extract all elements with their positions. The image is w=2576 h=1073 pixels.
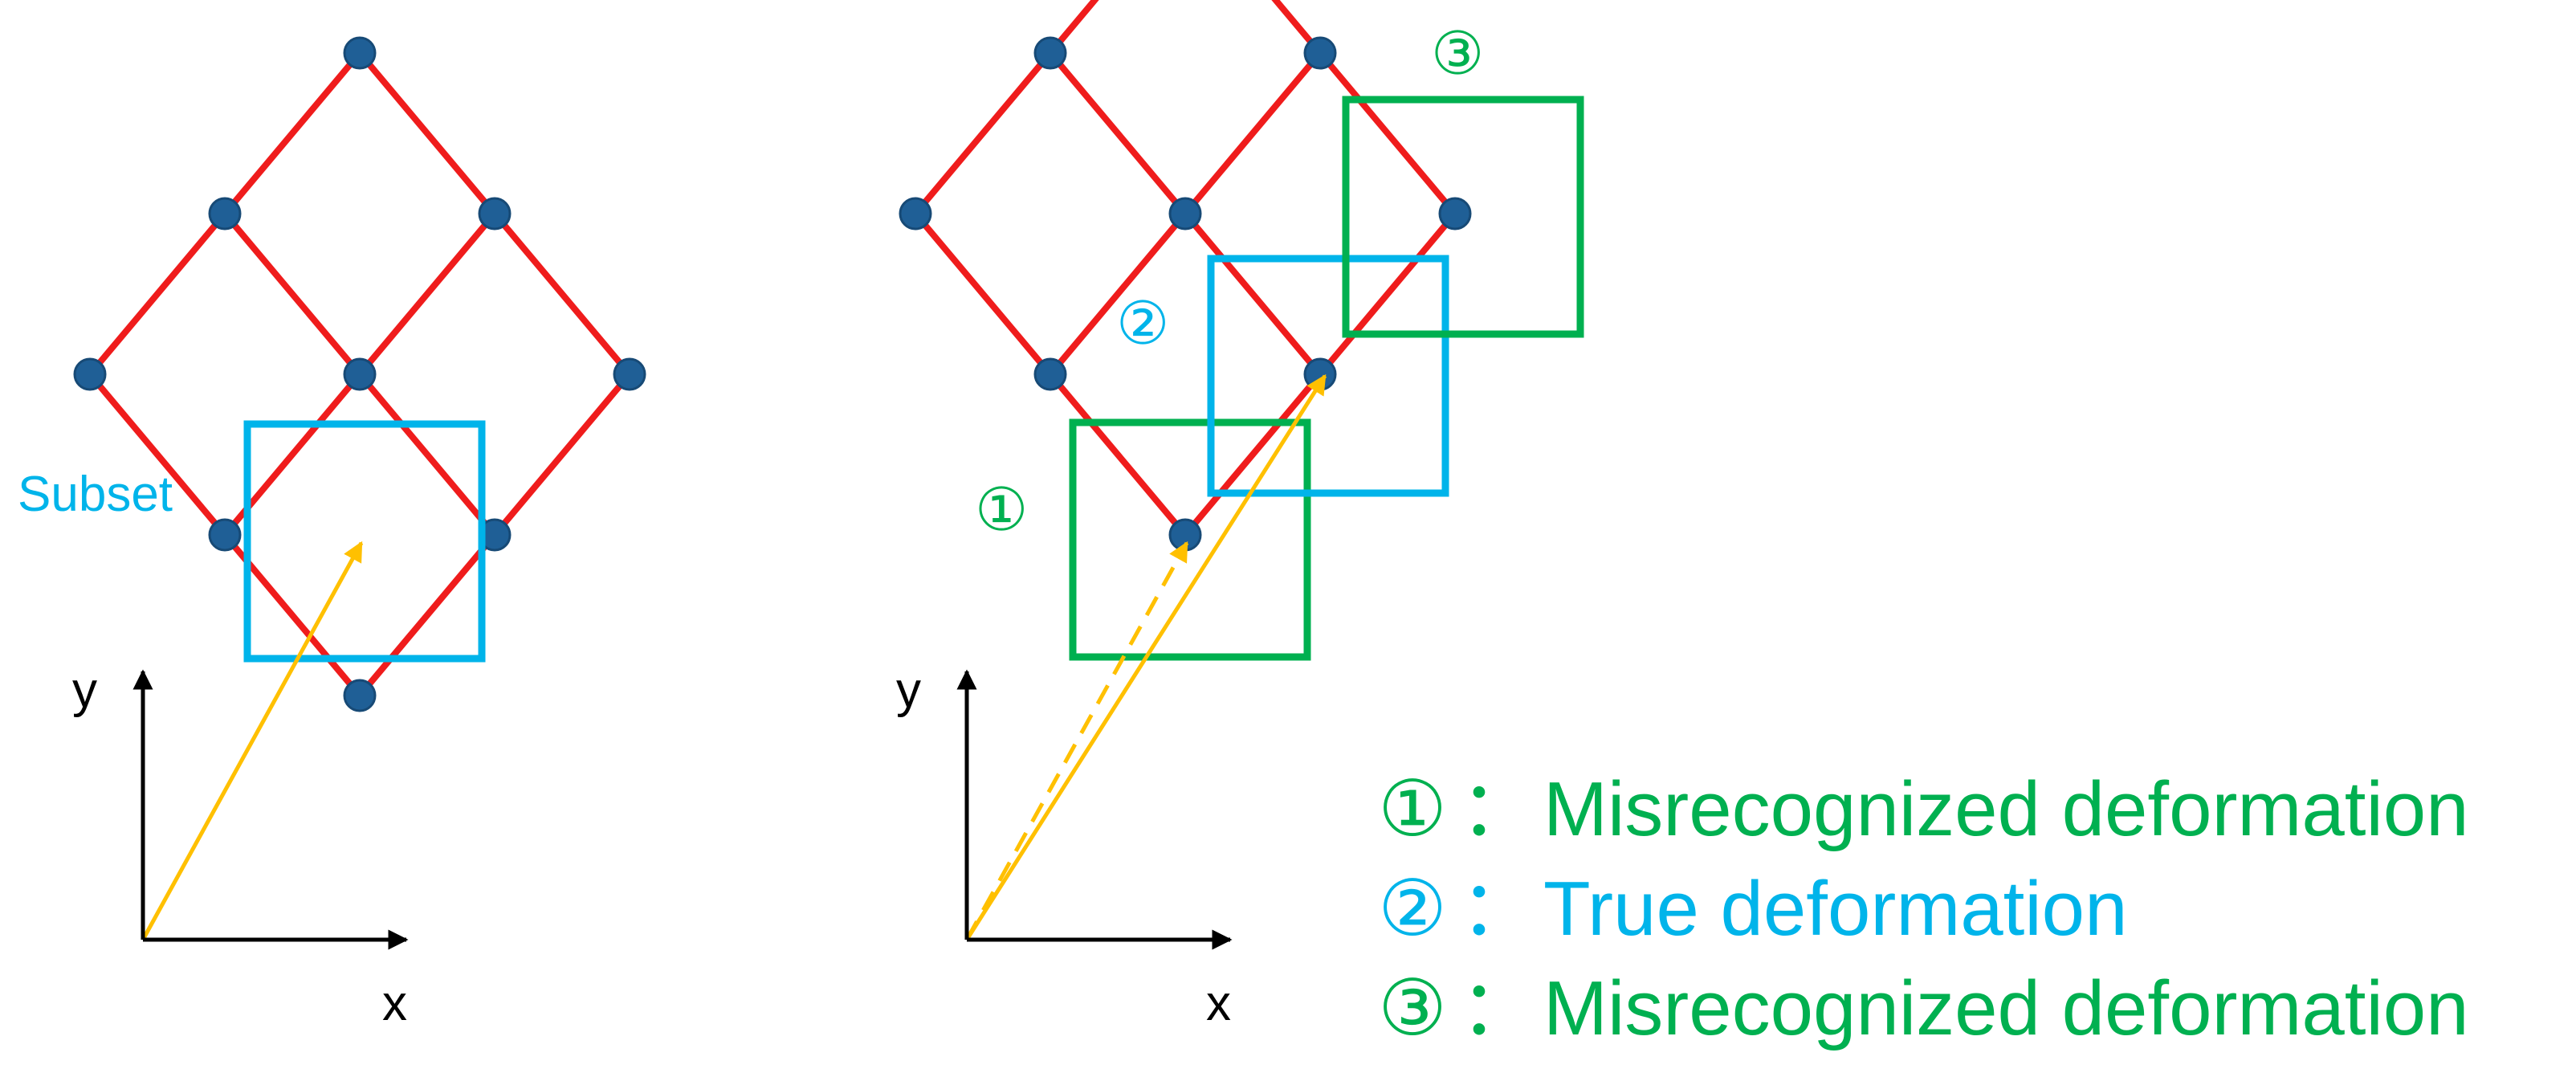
right-lattice-edge	[1182, 50, 1323, 217]
right-lattice-node	[1033, 357, 1067, 391]
legend-separator-3: ：	[1460, 965, 1537, 1051]
legend-marker-2: ②	[1378, 866, 1447, 952]
left-lattice-node	[613, 357, 646, 391]
right-lattice-edge	[912, 210, 1054, 377]
legend-text-2: True deformation	[1543, 866, 2127, 952]
true-vector	[964, 373, 1327, 941]
left-lattice-edge	[357, 50, 498, 217]
left-lattice-node	[343, 36, 377, 70]
right-lattice-node	[1033, 36, 1067, 70]
right-lattice-edge	[1047, 0, 1099, 56]
subset-box-1	[1069, 418, 1311, 661]
right-lattice-node	[1303, 36, 1337, 70]
legend-text-3: Misrecognized deformation	[1543, 965, 2469, 1051]
misrecognized-vector	[964, 541, 1189, 941]
left-lattice-edge	[87, 210, 228, 377]
left-x-axis-label: x	[382, 976, 407, 1031]
subset-marker-2: ②	[1116, 289, 1169, 358]
legend-marker-3: ③	[1378, 965, 1447, 1051]
legend-marker-1: ①	[1378, 766, 1447, 852]
left-lattice-node	[208, 518, 242, 552]
left-lattice-edge	[222, 50, 363, 217]
right-lattice-node	[1438, 197, 1472, 231]
right-lattice-edge	[1047, 371, 1188, 538]
right-lattice-edge	[1271, 0, 1323, 56]
right-lattice-edge	[1317, 210, 1458, 377]
legend-separator-1: ：	[1460, 766, 1537, 852]
subset-label: Subset	[18, 467, 173, 522]
left-lattice-node	[478, 197, 512, 231]
left-panel: Subset y x	[18, 36, 646, 1031]
left-lattice-edge	[357, 371, 498, 538]
right-lattice	[899, 0, 1472, 552]
legend-separator-2: ：	[1460, 866, 1537, 952]
legend-item-1: ① ： Misrecognized deformation	[1378, 766, 2469, 852]
legend-item-2: ② ： True deformation	[1378, 866, 2127, 952]
subset-marker-1: ①	[975, 475, 1028, 545]
subset-box-3	[1342, 96, 1584, 338]
right-x-axis-label: x	[1206, 976, 1231, 1031]
left-lattice-edge	[357, 210, 498, 377]
legend-item-3: ③ ： Misrecognized deformation	[1378, 965, 2469, 1051]
right-lattice-edge	[1182, 210, 1323, 377]
left-displacement-vector	[141, 541, 364, 941]
subset-box-2	[1207, 255, 1449, 497]
right-y-axis-label: y	[896, 663, 921, 718]
right-lattice-edge	[1047, 50, 1188, 217]
left-lattice-node	[343, 679, 377, 712]
left-lattice-node	[208, 197, 242, 231]
left-subset-box	[243, 420, 486, 663]
left-lattice-node	[343, 357, 377, 391]
left-lattice-edge	[491, 371, 633, 538]
right-lattice-edge	[1317, 50, 1458, 217]
left-y-axis-label: y	[72, 663, 97, 718]
right-panel: ① ② ③ y x	[896, 0, 1584, 1031]
left-lattice-edge	[491, 210, 633, 377]
legend-text-1: Misrecognized deformation	[1543, 766, 2469, 852]
subset-marker-3: ③	[1431, 19, 1484, 88]
left-lattice	[73, 36, 646, 712]
legend: ① ： Misrecognized deformation ② ： True d…	[1378, 766, 2469, 1051]
right-lattice-node	[899, 197, 932, 231]
right-lattice-node	[1168, 197, 1202, 231]
right-lattice-edge	[912, 50, 1054, 217]
left-lattice-edge	[87, 371, 228, 538]
right-lattice-edge	[1182, 371, 1323, 538]
right-lattice-edge	[1047, 210, 1188, 377]
left-lattice-node	[73, 357, 107, 391]
left-lattice-edge	[357, 532, 498, 699]
left-lattice-edge	[222, 210, 363, 377]
